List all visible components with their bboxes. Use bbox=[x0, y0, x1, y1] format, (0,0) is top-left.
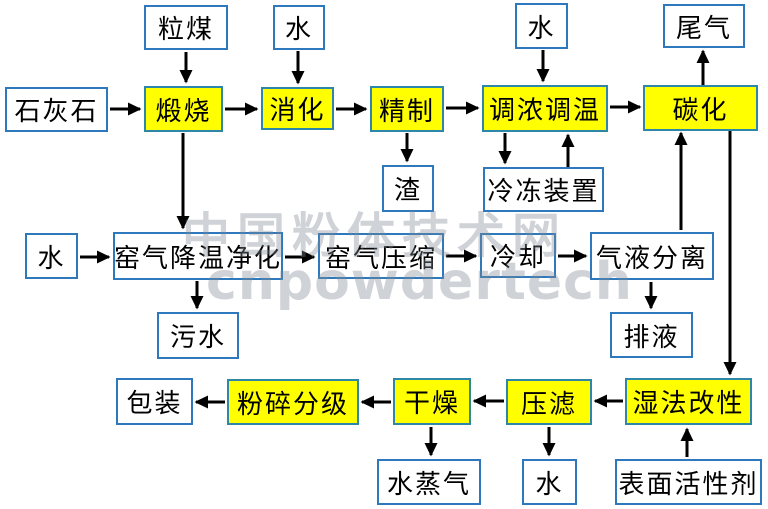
node-water-1: 水 bbox=[273, 5, 325, 50]
node-concentration-temperature-adjustment: 调浓调温 bbox=[482, 85, 608, 132]
node-steam: 水蒸气 bbox=[377, 459, 481, 505]
node-water-3: 水 bbox=[25, 233, 78, 279]
node-limestone: 石灰石 bbox=[5, 87, 108, 132]
node-refining: 精制 bbox=[370, 86, 444, 132]
node-digestion: 消化 bbox=[261, 87, 334, 130]
node-water-4: 水 bbox=[522, 459, 577, 505]
node-gas-liquid-separation: 气液分离 bbox=[590, 232, 714, 280]
node-wastewater: 污水 bbox=[157, 312, 239, 359]
node-packaging: 包装 bbox=[116, 378, 193, 425]
node-granular-coal: 粒煤 bbox=[144, 5, 228, 50]
node-drain-liquid: 排液 bbox=[610, 312, 693, 358]
node-wet-modification: 湿法改性 bbox=[625, 378, 752, 425]
node-calcination: 煅烧 bbox=[144, 86, 223, 132]
node-slag: 渣 bbox=[382, 165, 434, 212]
node-kiln-gas-cooling-purification: 窑气降温净化 bbox=[113, 232, 283, 280]
node-carbonation: 碳化 bbox=[643, 85, 758, 131]
node-cooling: 冷却 bbox=[480, 233, 556, 278]
node-tail-gas: 尾气 bbox=[663, 4, 745, 48]
node-crushing-classification: 粉碎分级 bbox=[227, 379, 359, 425]
node-surfactant: 表面活性剂 bbox=[615, 459, 762, 505]
node-freezing-unit: 冷冻装置 bbox=[483, 167, 604, 212]
node-kiln-gas-compression: 窑气压缩 bbox=[318, 233, 444, 279]
node-drying: 干燥 bbox=[393, 378, 471, 425]
node-water-2: 水 bbox=[515, 3, 568, 49]
node-press-filtration: 压滤 bbox=[506, 379, 592, 425]
